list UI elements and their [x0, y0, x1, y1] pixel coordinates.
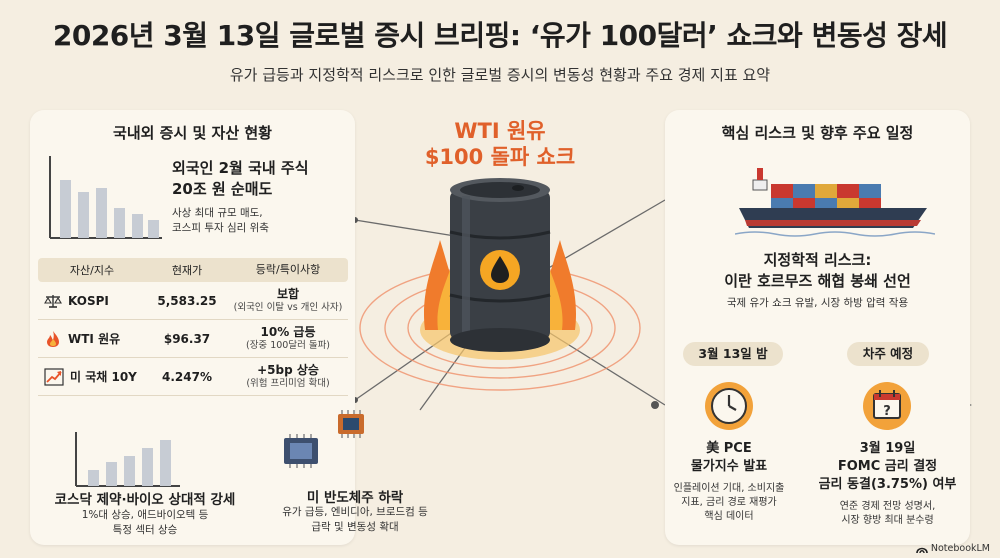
risk-schedule-heading: 핵심 리스크 및 향후 주요 일정	[721, 124, 914, 142]
pce-title: 美 PCE 물가지수 발표	[690, 441, 768, 474]
notebooklm-logo-icon	[916, 547, 928, 553]
event-tag-pce: 3월 13일 밤	[683, 342, 783, 366]
asset-table-header: 자산/지수 현재가 등락/특이사항	[38, 258, 348, 282]
clock-icon	[705, 382, 753, 430]
semis-desc: 유가 급등, 엔비디아, 브로드컴 등 급락 및 변동성 확대	[282, 506, 428, 533]
scale-icon	[44, 294, 62, 308]
fomc-title: 3월 19일 FOMC 금리 결정 금리 동결(3.75%) 여부	[818, 441, 957, 492]
chip-icon	[284, 410, 364, 468]
asset-status-heading: 국내외 증시 및 자산 현황	[113, 124, 272, 142]
page-subtitle: 유가 급등과 지정학적 리스크로 인한 글로벌 증시의 변동성 현황과 주요 경…	[229, 66, 771, 84]
geopolitical-risk-desc: 국제 유가 쇼크 유발, 시장 하방 압력 작용	[726, 297, 909, 309]
asset-table: 자산/지수 현재가 등락/특이사항 KOSPI 5,583.25 보합(외국인 …	[38, 258, 348, 396]
table-row: 미 국채 10Y 4.247% +5bp 상승(위험 프리미엄 확대)	[38, 358, 348, 396]
oil-barrel-illustration	[359, 178, 641, 391]
page-title: 2026년 3월 13일 글로벌 증시 브리핑: ‘유가 100달러’ 쇼크와 …	[52, 19, 948, 52]
bar-chart-icon	[75, 432, 180, 487]
foreign-selling-title: 외국인 2월 국내 주식 20조 원 순매도	[172, 159, 309, 198]
flame-icon	[47, 330, 59, 347]
bar-chart-icon	[49, 156, 162, 239]
cargo-ship-icon	[735, 168, 935, 237]
event-tag-fomc: 차주 예정	[847, 342, 929, 366]
table-row: WTI 원유 $96.37 10% 급등(장중 100달러 돌파)	[38, 320, 348, 358]
pce-desc: 인플레이션 기대, 소비지출 지표, 금리 경로 재평가 핵심 데이터	[673, 483, 785, 522]
wti-shock-title: WTI 원유 $100 돌파 쇼크	[424, 119, 576, 169]
foreign-selling-desc: 사상 최대 규모 매도, 코스피 투자 심리 위축	[172, 207, 269, 234]
calendar-icon: ?	[863, 382, 911, 430]
table-row: KOSPI 5,583.25 보합(외국인 이탈 vs 개인 사자)	[38, 282, 348, 320]
fomc-desc: 연준 경제 전망 성명서, 시장 향방 최대 분수령	[839, 501, 936, 526]
kosdaq-title: 코스닥 제약·바이오 상대적 강세	[54, 492, 236, 508]
trend-up-icon	[44, 367, 64, 386]
semis-title: 미 반도체주 하락	[306, 490, 404, 506]
asset-status-panel: 국내외 증시 및 자산 현황 외국인 2월 국내 주식 20조 원 순매도 사상…	[30, 110, 355, 545]
svg-text:?: ?	[883, 404, 891, 419]
brand-watermark: NotebookLM	[916, 543, 990, 554]
risk-schedule-panel: 핵심 리스크 및 향후 주요 일정 지정학적 리스크: 이란 호르무즈 해협 봉…	[665, 110, 970, 545]
geopolitical-risk-title: 지정학적 리스크: 이란 호르무즈 해협 봉쇄 선언	[724, 251, 911, 290]
kosdaq-desc: 1%대 상승, 애드바이오텍 등 특정 섹터 상승	[81, 509, 209, 536]
